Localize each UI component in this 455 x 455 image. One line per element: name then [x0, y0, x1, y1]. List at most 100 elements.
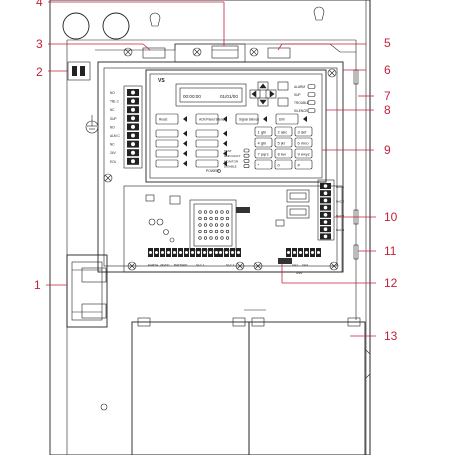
relay-2 [286, 205, 310, 219]
indicator-label: DISABLE [224, 165, 237, 169]
keypad-key[interactable] [254, 126, 273, 137]
function-key-label: ACK/Panel Silence [199, 118, 226, 122]
terminal-screw-head [131, 150, 135, 155]
indicator-led [307, 100, 316, 105]
indicator-label: SILENCE [294, 109, 308, 113]
component-pad [220, 229, 224, 234]
function-key-label: Signal Silence [239, 118, 259, 122]
terminal-label: SUP [110, 117, 117, 121]
navigation-keys [249, 81, 289, 107]
lcd-date: 01/01/00 [220, 94, 238, 99]
component-pad [198, 210, 202, 214]
terminal-screw-head [131, 142, 135, 147]
connector-left [142, 47, 166, 59]
keypad-key-label: 8 tuv [278, 151, 287, 156]
function-key-label: Drill [279, 118, 285, 122]
component-pad [198, 236, 202, 240]
terminal-label: ANN [296, 271, 302, 275]
component-pad [203, 236, 208, 240]
indicator-led [307, 92, 316, 97]
component-pad [198, 223, 202, 227]
keypad-key[interactable] [254, 137, 273, 148]
component-pad [203, 210, 208, 214]
component-pad [198, 216, 202, 221]
terminal-label: NO [110, 91, 115, 95]
zone-key[interactable] [155, 159, 179, 168]
zone-key[interactable] [195, 129, 219, 138]
zone-key[interactable] [195, 149, 219, 158]
keypad-key-label: 9 wxyz [298, 151, 310, 156]
keypad-key[interactable] [274, 159, 293, 170]
component-pad [209, 236, 213, 240]
capacitors [145, 194, 181, 243]
callout-3: 3 [36, 37, 43, 51]
keyhole-mount-right [313, 6, 325, 21]
component-pad [220, 223, 224, 227]
terminal-label: NC [110, 108, 115, 112]
panel-logo: VS [158, 78, 165, 84]
keypad-key[interactable] [294, 159, 313, 170]
component-pad [225, 210, 230, 214]
function-key[interactable] [275, 113, 299, 125]
connector-top [211, 45, 239, 59]
terminal-screw-head [131, 116, 135, 121]
power-led [217, 169, 221, 173]
keypad-key[interactable] [274, 126, 293, 137]
keypad-key-label: 1 ghi [258, 129, 267, 134]
keypad-key[interactable] [274, 148, 293, 159]
key-led-arrow [303, 116, 307, 122]
terminal-label: CH1 [292, 263, 298, 267]
function-key[interactable] [155, 113, 179, 125]
keypad-key-label: 3 def [298, 129, 308, 134]
earth-ground-icon [85, 115, 99, 134]
zone-key[interactable] [155, 149, 179, 158]
keypad-key-label: 0 [278, 162, 281, 167]
terminal-screw-head [131, 107, 135, 112]
component-pad [220, 236, 224, 240]
terminal-label: ALM C [110, 134, 120, 138]
callout-7: 7 [384, 89, 391, 103]
keypad-key-label: 7 pqrs [258, 151, 269, 156]
component-pad [209, 223, 213, 227]
keypad-key[interactable] [254, 148, 273, 159]
knockout-1 [62, 12, 90, 40]
zone-key[interactable] [155, 129, 179, 138]
function-key[interactable] [195, 113, 219, 125]
callout-5: 5 [384, 36, 391, 50]
function-key[interactable] [235, 113, 259, 125]
callout-6: 6 [384, 63, 391, 77]
terminal-label: EARTH [148, 263, 158, 267]
keypad-key[interactable] [274, 137, 293, 148]
terminal-screw-head [131, 159, 135, 164]
zone-key[interactable] [195, 159, 219, 168]
terminal-screw-head [131, 124, 135, 129]
component-pad [209, 229, 213, 234]
top-bracket [67, 39, 356, 134]
battery-2 [248, 321, 366, 455]
keypad-key[interactable] [294, 126, 313, 137]
ann-connector [278, 258, 292, 264]
keypad-key[interactable] [254, 159, 273, 170]
battery-1 [131, 321, 250, 455]
indicator-led [243, 153, 250, 158]
keyhole-mount-left [149, 12, 161, 27]
main-circuit-board [97, 61, 344, 273]
keypad-key[interactable] [294, 137, 313, 148]
zone-key[interactable] [155, 139, 179, 148]
ic-chip [236, 207, 250, 213]
zone-key[interactable] [195, 139, 219, 148]
terminal-label: SLC 2 [226, 263, 235, 267]
indicator-led [243, 148, 250, 153]
keypad-key[interactable] [294, 148, 313, 159]
component-pad [214, 216, 219, 221]
daughter-module [189, 199, 237, 251]
indicator-led [307, 108, 316, 113]
terminal-label: NAC 4 [336, 228, 345, 232]
callout-12: 12 [384, 276, 398, 290]
relay-1 [286, 189, 310, 203]
terminal-label: CH2 [302, 263, 308, 267]
terminal-screw-head [131, 133, 135, 138]
